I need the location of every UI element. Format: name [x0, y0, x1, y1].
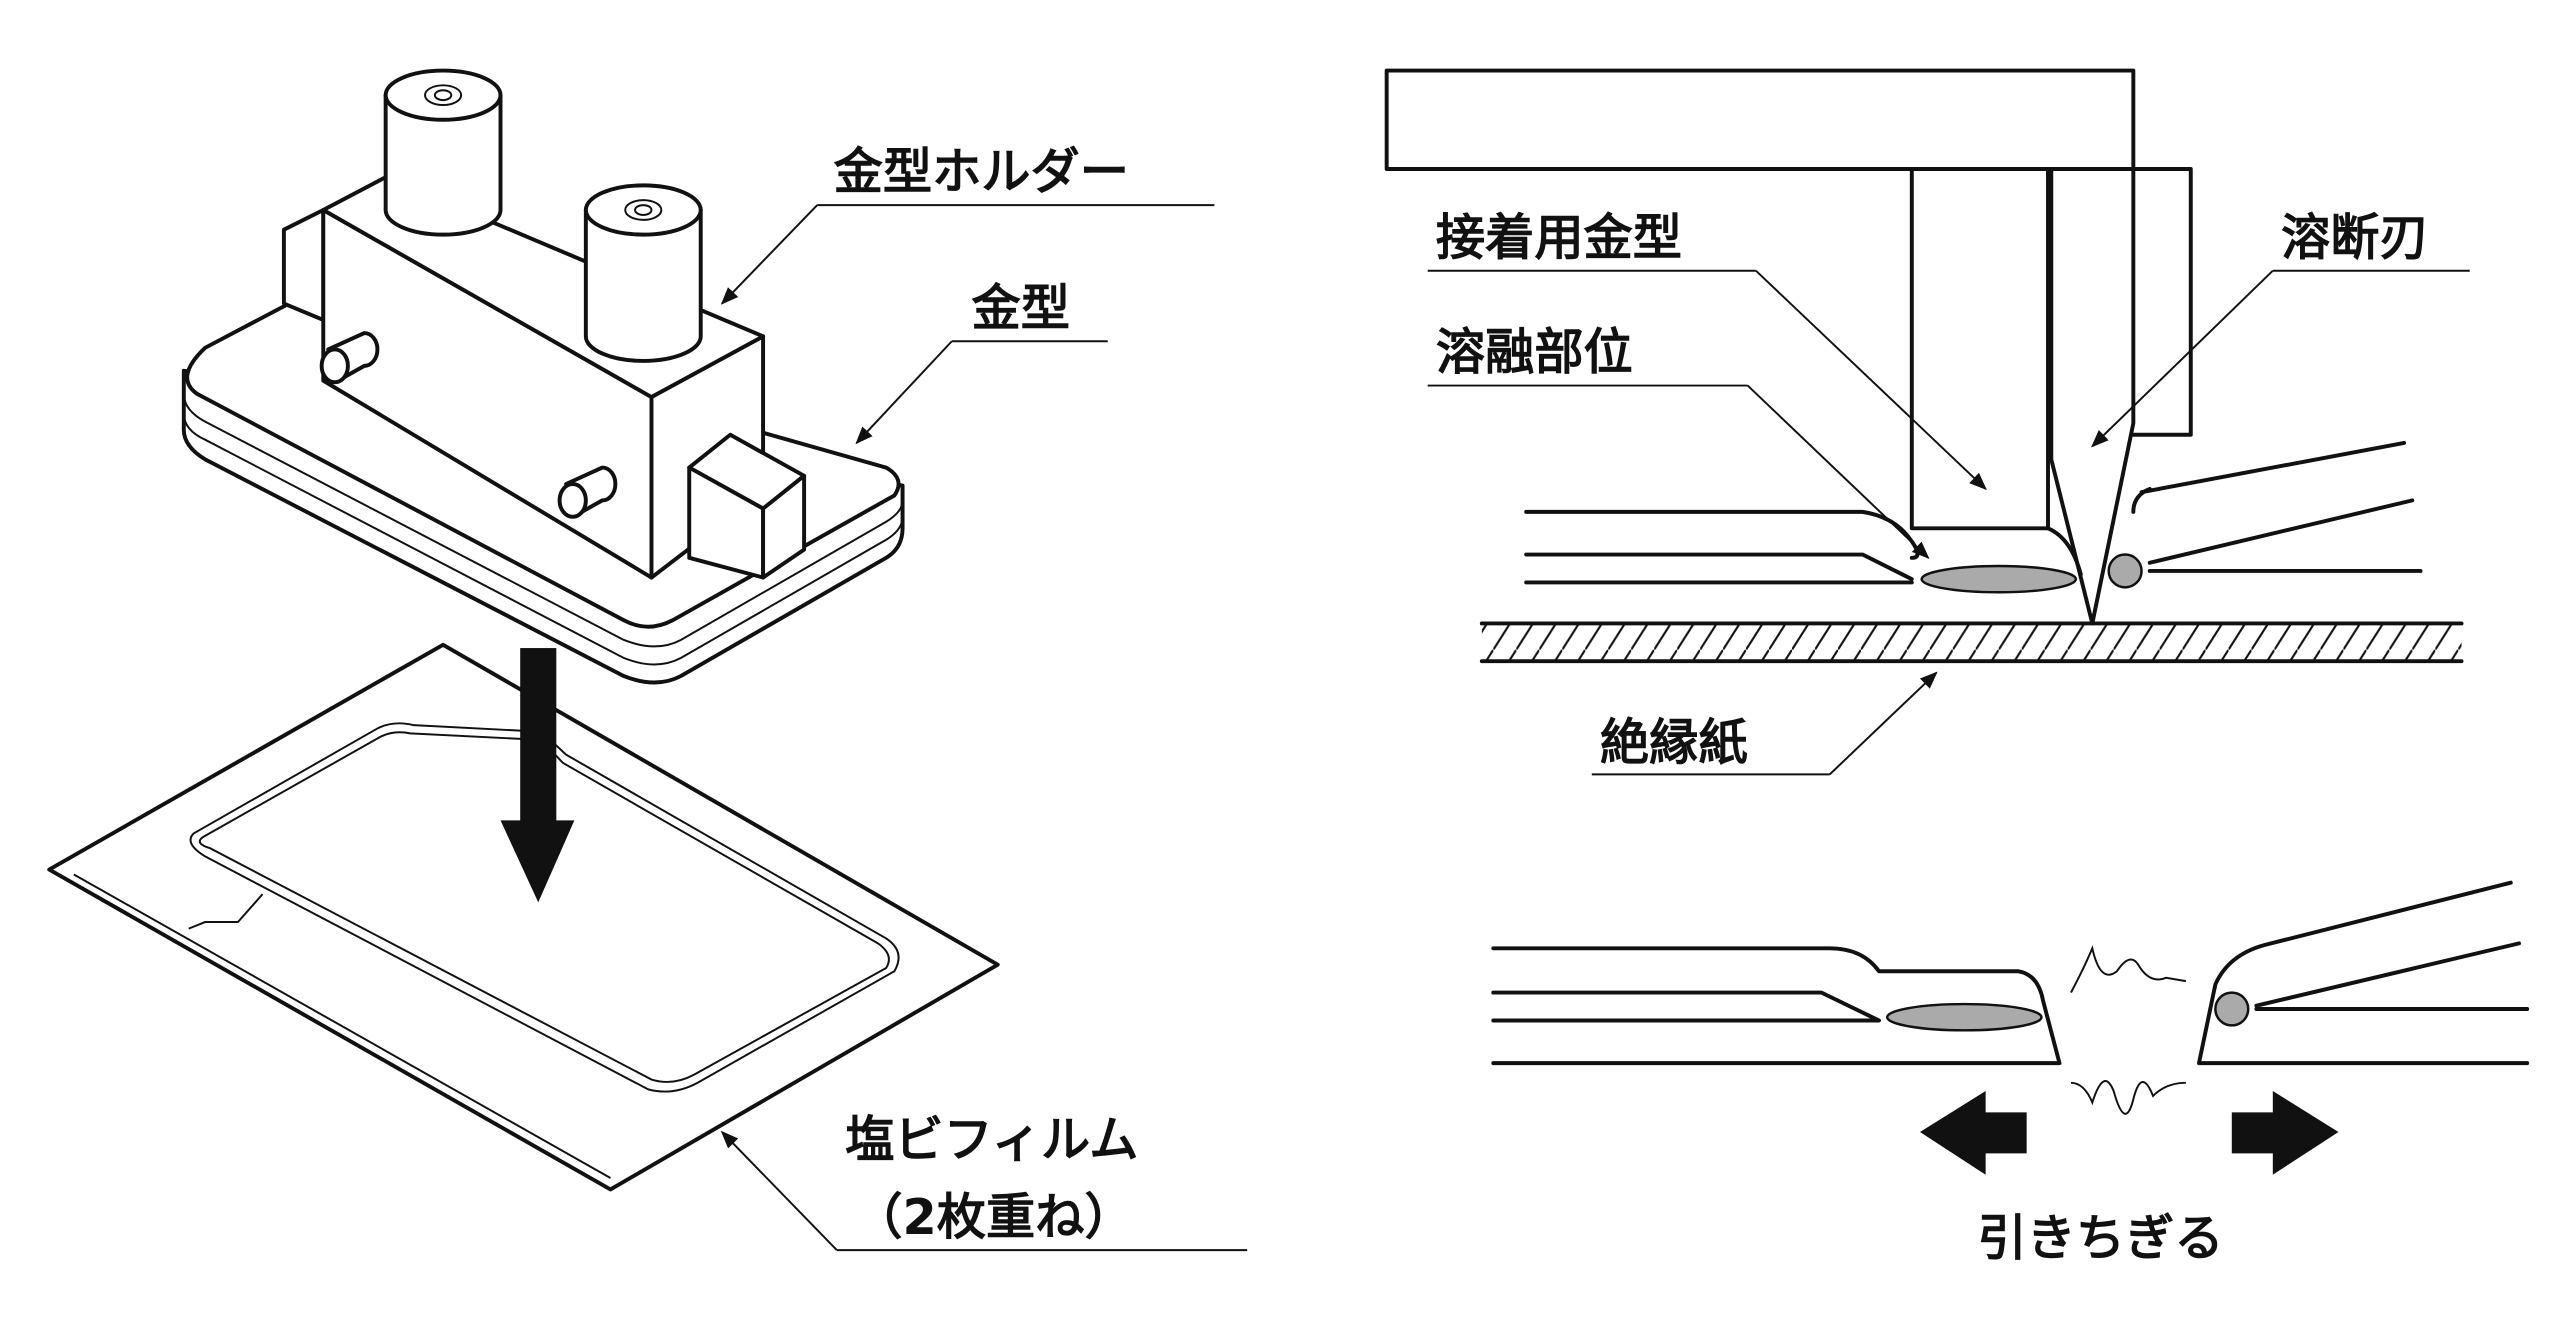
insulating-paper: [1479, 621, 2464, 664]
tear-spark-top: [2070, 945, 2187, 994]
down-arrow-icon: [500, 648, 575, 903]
torn-film: [1491, 880, 2530, 1115]
melt-area-left: [1920, 564, 2078, 594]
arrow-right-icon: [2231, 1091, 2339, 1175]
melt-bead-right: [2107, 553, 2143, 589]
press-head: [1384, 68, 2193, 626]
label-insulating-paper: 絶縁紙: [1600, 714, 1748, 772]
label-tear-apart: 引きちぎる: [1977, 1209, 2223, 1267]
label-fusing-blade: 溶断刃: [2281, 208, 2429, 266]
arrow-left-icon: [1920, 1091, 2027, 1175]
label-bonding-mold: 接着用金型: [1436, 208, 1682, 266]
label-pvc-film: 塩ビフィルム: [845, 1111, 1138, 1169]
cylinder-left: [383, 68, 503, 237]
cylinder-right: [583, 183, 703, 363]
label-mold-holder: 金型ホルダー: [834, 143, 1129, 201]
tear-spark-bottom: [2070, 1080, 2186, 1115]
label-melt-area: 溶融部位: [1436, 323, 1633, 381]
label-pvc-film-note: （2枚重ね）: [853, 1188, 1133, 1246]
label-mold: 金型: [971, 279, 1069, 337]
pvc-film-sheet: [47, 642, 1000, 1192]
